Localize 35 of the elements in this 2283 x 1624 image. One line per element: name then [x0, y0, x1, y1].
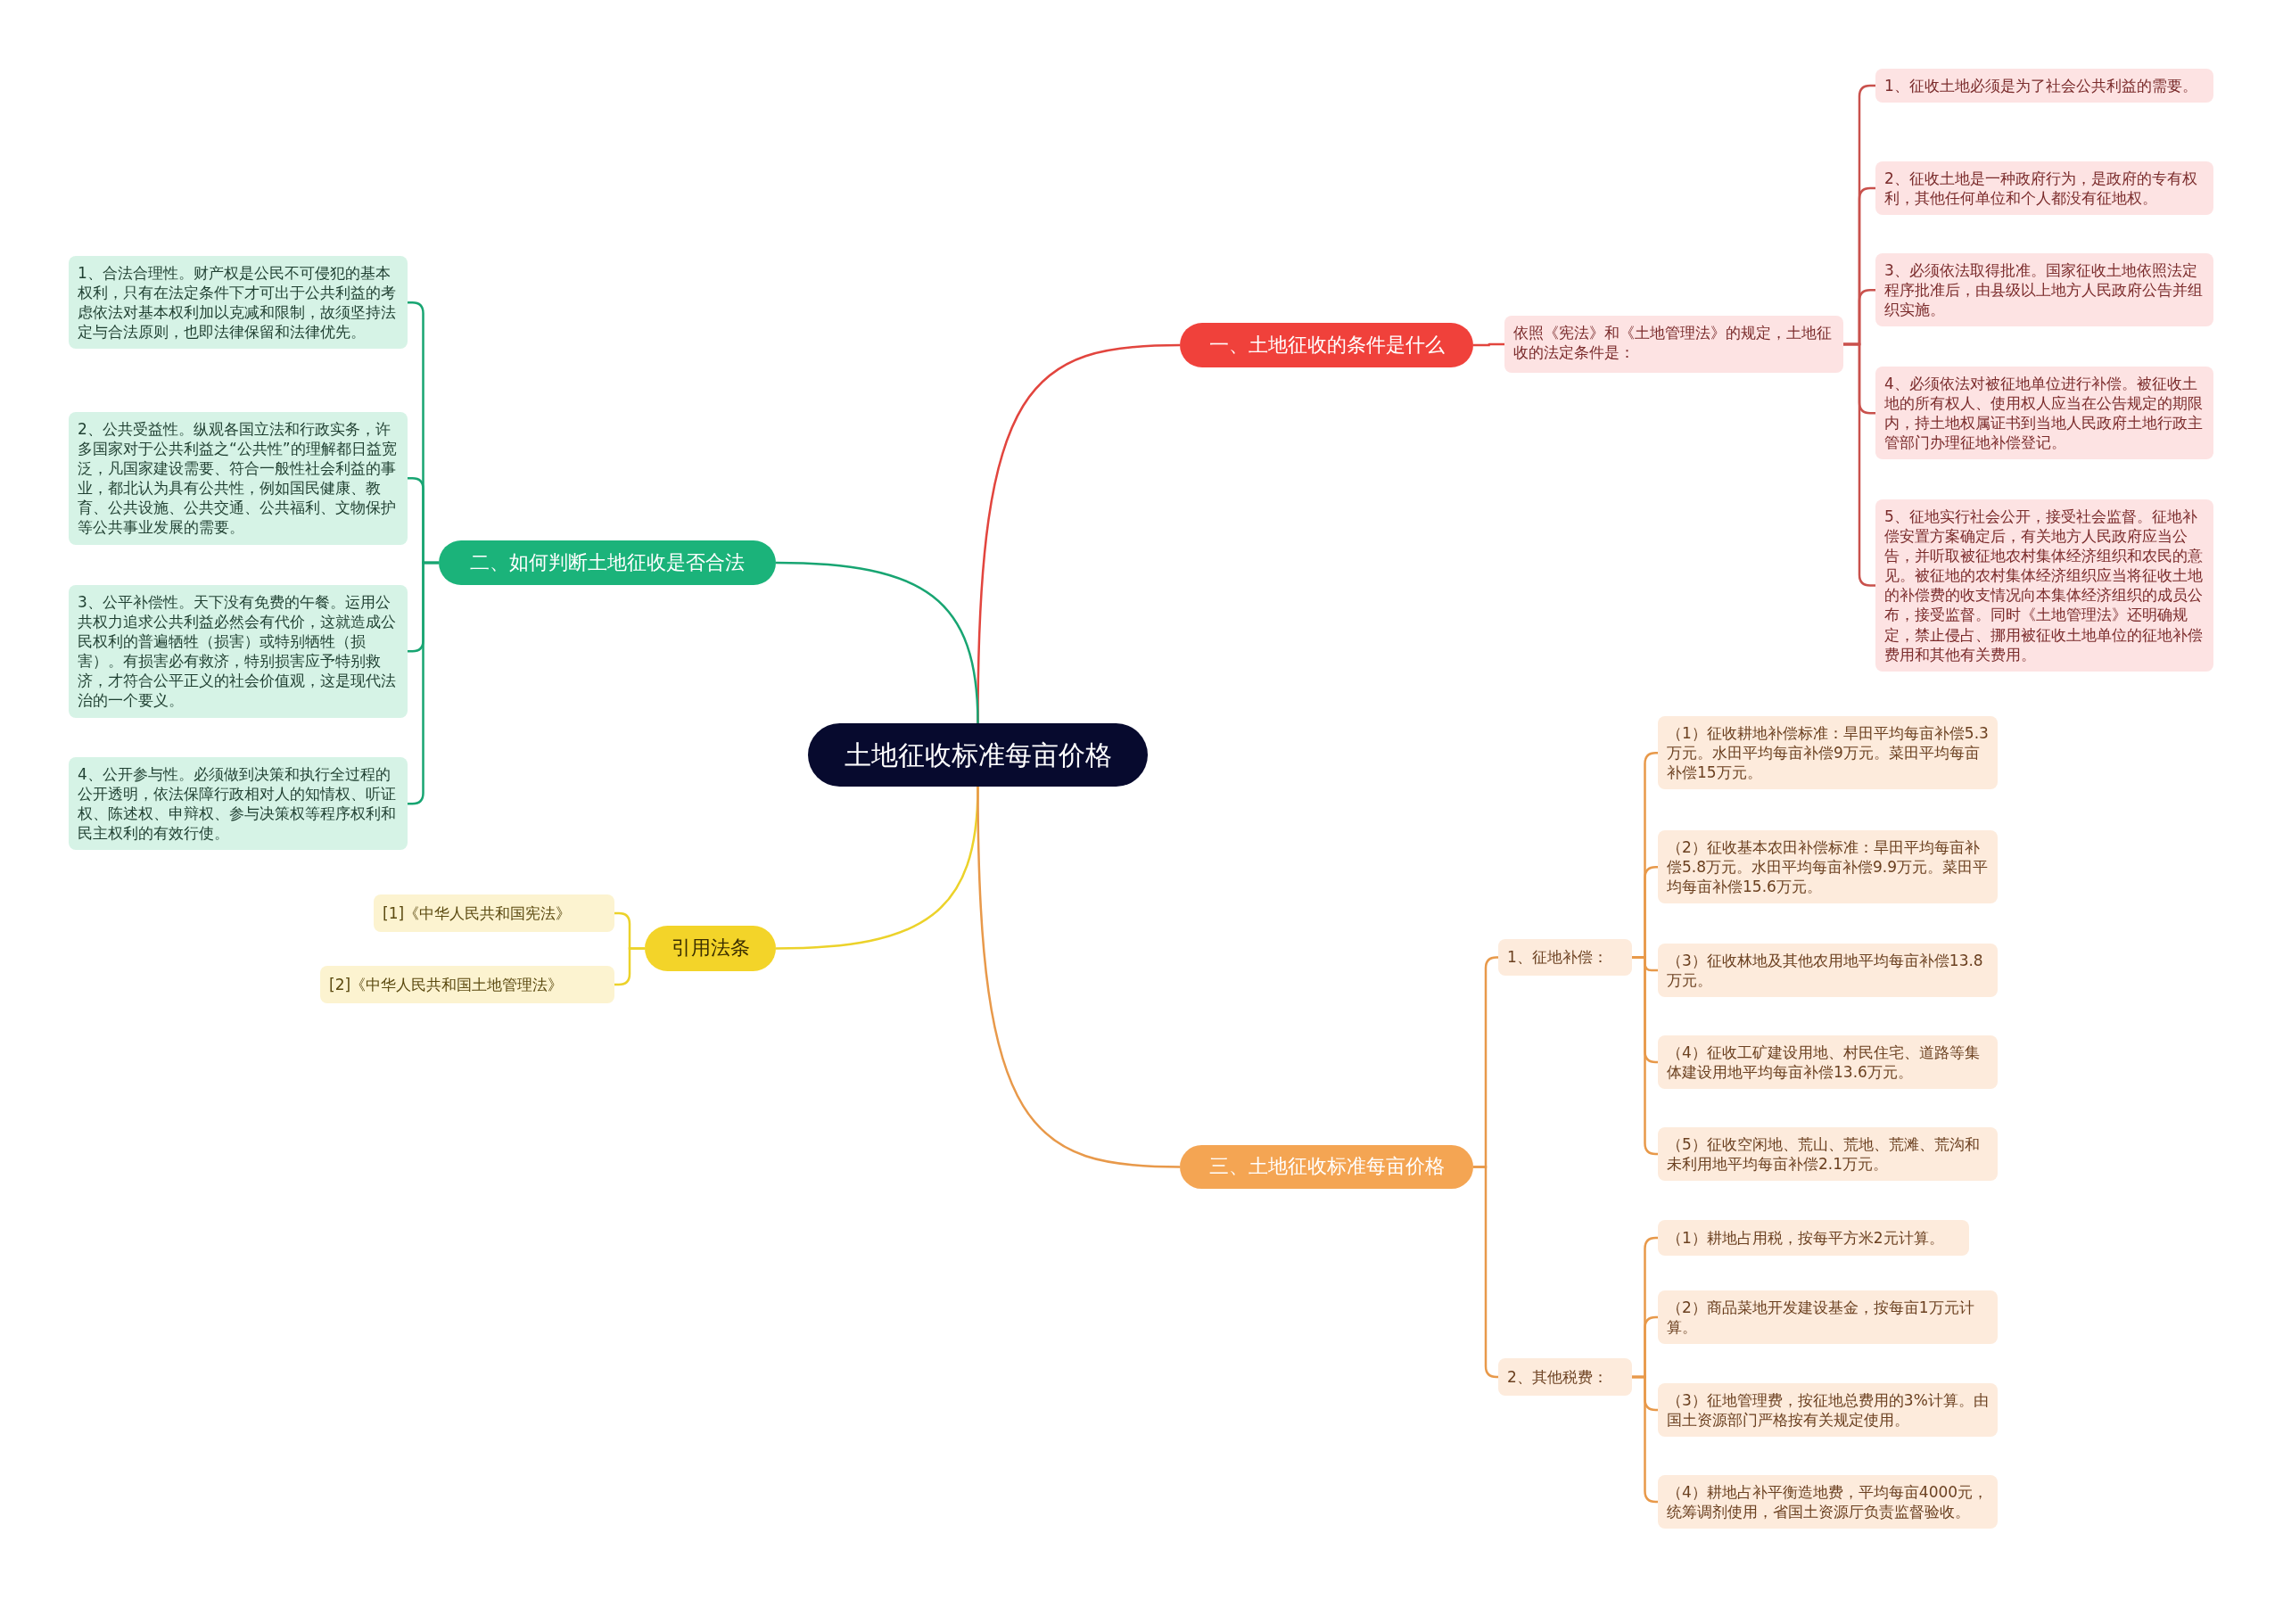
note-card: 3、必须依法取得批准。国家征收土地依照法定程序批准后，由县级以上地方人民政府公告并组织实施。	[1875, 253, 2213, 327]
note-card: （4）征收工矿建设用地、村民住宅、道路等集体建设用地平均每亩补偿13.6万元。	[1658, 1035, 1998, 1090]
note-card: （4）耕地占补平衡造地费，平均每亩4000元，统筹调剂使用，省国土资源厅负责监督验收。	[1658, 1475, 1998, 1529]
topic-pill: 引用法条	[645, 926, 776, 971]
topic-pill: 三、土地征收标准每亩价格	[1180, 1145, 1473, 1189]
note-card: （2）征收基本农田补偿标准：旱田平均每亩补偿5.8万元。水田平均每亩补偿9.9万元。菜田平均每亩补偿15.6万元。	[1658, 830, 1998, 904]
note-card: 1、征地补偿：	[1498, 939, 1632, 976]
connector	[1473, 342, 1504, 347]
note-card: （1）征收耕地补偿标准：旱田平均每亩补偿5.3万元。水田平均每亩补偿9万元。菜田平均每亩补偿15万元。	[1658, 716, 1998, 790]
note-card: （2）商品菜地开发建设基金，按每亩1万元计算。	[1658, 1290, 1998, 1345]
connector	[1632, 1375, 1658, 1504]
note-card: （3）征地管理费，按征地总费用的3%计算。由国土资源部门严格按有关规定使用。	[1658, 1383, 1998, 1438]
note-card: 2、其他税费：	[1498, 1358, 1632, 1396]
note-card: 1、合法合理性。财产权是公民不可侵犯的基本权利，只有在法定条件下才可出于公共利益的考虑依法对基本权利加以克减和限制，故须坚持法定与合法原则，也即法律保留和法律优先。	[69, 256, 408, 350]
note-card: （3）征收林地及其他农用地平均每亩补偿13.8万元。	[1658, 944, 1998, 998]
note-card: 5、征地实行社会公开，接受社会监督。征地补偿安置方案确定后，有关地方人民政府应当公告，并听取被征地农村集体经济组织和农民的意见。被征地的农村集体经济组织应当将征收土地的补偿费的收支情况向本集体经济组织的成员公布，接受监督。同时《土地管理法》还明确规定，禁止侵占、挪用被征收土地单位的征地补偿费用和其他有关费用。	[1875, 499, 2213, 672]
connector	[1473, 1166, 1498, 1379]
topic-pill: 一、土地征收的条件是什么	[1180, 323, 1473, 367]
note-card: （5）征收空闲地、荒山、荒地、荒滩、荒沟和未利用地平均每亩补偿2.1万元。	[1658, 1127, 1998, 1182]
connector	[977, 787, 1181, 1168]
note-card: 依照《宪法》和《土地管理法》的规定，土地征收的法定条件是：	[1504, 316, 1843, 373]
note-card: 4、必须依法对被征地单位进行补偿。被征收土地的所有权人、使用权人应当在公告规定的期限内，持土地权属证书到当地人民政府土地行政主管部门办理征地补偿登记。	[1875, 367, 2213, 460]
note-card: 4、公开参与性。必须做到决策和执行全过程的公开透明，依法保障行政相对人的知情权、听证权、陈述权、申辩权、参与决策权等程序权利和民主权利的有效行使。	[69, 757, 408, 851]
note-card: [2]《中华人民共和国土地管理法》	[320, 966, 614, 1003]
note-card: 1、征收土地必须是为了社会公共利益的需要。	[1875, 69, 2213, 103]
connector	[775, 561, 979, 724]
central-topic: 土地征收标准每亩价格	[808, 723, 1148, 787]
connector	[1632, 956, 1658, 1156]
note-card: （1）耕地占用税，按每平方米2元计算。	[1658, 1220, 1969, 1256]
note-card: 2、公共受益性。纵观各国立法和行政实务，许多国家对于公共利益之“公共性”的理解都日益宽泛，凡国家建设需要、符合一般性社会利益的事业，都北认为具有公共性，例如国民健康、教育、公共设施、公共交通、公共福利、文物保护等公共事业发展的需要。	[69, 412, 408, 545]
connector	[614, 947, 645, 986]
note-card: 2、征收土地是一种政府行为，是政府的专有权利，其他任何单位和个人都没有征地权。	[1875, 161, 2213, 216]
note-card: [1]《中华人民共和国宪法》	[374, 894, 614, 932]
note-card: 3、公平补偿性。天下没有免费的午餐。运用公共权力追求公共利益必然会有代价，这就造成公民权利的普遍牺牲（损害）或特别牺牲（损害）。有损害必有救济，特别损害应予特别救济，才符合公平正义的社会价值观，这是现代法治的一个要义。	[69, 585, 408, 718]
topic-pill: 二、如何判断土地征收是否合法	[439, 540, 776, 585]
